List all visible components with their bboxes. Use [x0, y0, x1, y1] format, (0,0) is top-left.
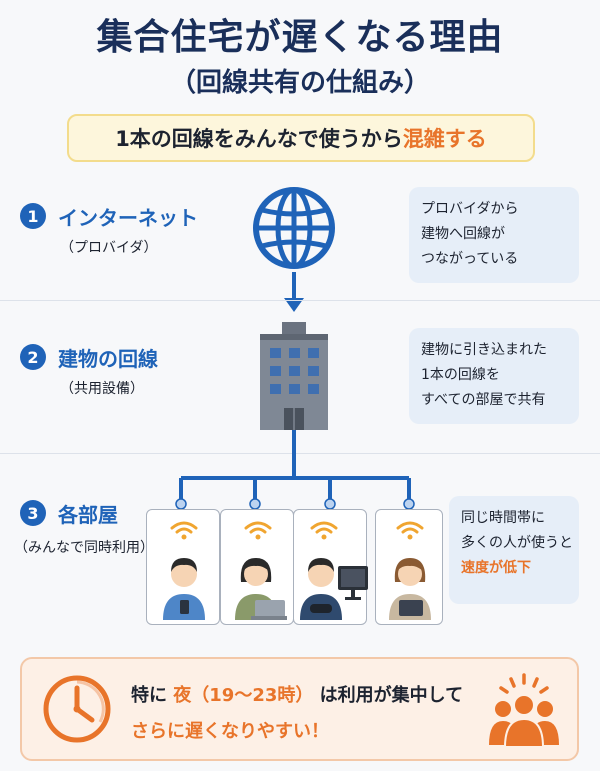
step-3-title: 各部屋 — [58, 503, 118, 527]
person-tablet-icon — [389, 558, 431, 620]
bottom-prefix: 特に — [131, 685, 167, 706]
clock-icon — [43, 675, 111, 743]
note-highlight: 速度が低下 — [461, 560, 531, 576]
globe-icon — [253, 187, 335, 269]
room-1 — [146, 509, 220, 625]
bottom-time-highlight: 夜（19〜23時） — [173, 685, 314, 706]
monitor-icon — [338, 566, 368, 600]
note-line: 同じ時間帯に — [461, 510, 545, 526]
bottom-suffix: は利用が集中して — [319, 685, 464, 706]
note-line: 1本の回線を — [421, 367, 500, 383]
step-3-subtitle: （みんなで同時利用） — [14, 540, 154, 556]
person-smartphone-icon — [163, 558, 205, 620]
banner-highlight: 混雑する — [402, 127, 487, 151]
arrow-down-icon — [284, 272, 304, 312]
note-line: すべての部屋で共有 — [421, 392, 546, 408]
step-2-note: 建物に引き込まれた 1本の回線を すべての部屋で共有 — [409, 328, 579, 424]
page-subtitle: （回線共有の仕組み） — [169, 68, 430, 98]
step-3-note: 同じ時間帯に 多くの人が使うと 速度が低下 — [449, 496, 579, 604]
note-line: 建物へ回線が — [421, 226, 505, 242]
note-line: 多くの人が使うと — [461, 535, 573, 551]
step-1-subtitle: （プロバイダ） — [60, 240, 158, 256]
bottom-callout: 特に 夜（19〜23時） は利用が集中して さらに遅くなりやすい！ — [20, 657, 579, 761]
note-line: プロバイダから — [421, 201, 519, 217]
step-3-number: 3 — [20, 500, 46, 526]
note-line: 建物に引き込まれた — [421, 342, 547, 358]
wifi-icon — [310, 521, 338, 540]
step-1-title: インターネット — [58, 206, 198, 230]
section-divider — [0, 300, 600, 301]
wifi-icon — [396, 521, 424, 540]
room-4 — [375, 509, 443, 625]
person-gaming-icon — [300, 558, 342, 620]
step-1-note: プロバイダから 建物へ回線が つながっている — [409, 187, 579, 283]
step-2-title: 建物の回線 — [58, 347, 158, 371]
person-laptop-icon — [235, 558, 287, 620]
banner-text: 1本の回線をみんなで使うから — [115, 127, 403, 151]
bottom-line-2: さらに遅くなりやすい！ — [131, 721, 329, 742]
section-divider — [0, 453, 600, 454]
wifi-icon — [170, 521, 198, 540]
room-3 — [293, 509, 368, 625]
wifi-icon — [244, 521, 272, 540]
crowd-icon — [489, 673, 559, 748]
step-2-number: 2 — [20, 344, 46, 370]
page-title: 集合住宅が遅くなる理由 — [96, 17, 504, 58]
step-2-subtitle: （共用設備） — [60, 381, 144, 397]
note-line: つながっている — [421, 251, 519, 267]
step-1-number: 1 — [20, 203, 46, 229]
summary-banner: 1本の回線をみんなで使うから混雑する — [67, 114, 535, 162]
building-icon — [260, 322, 328, 430]
line-distribution — [175, 430, 415, 510]
room-2 — [220, 509, 294, 625]
bottom-line-1: 特に 夜（19〜23時） は利用が集中して — [131, 681, 463, 707]
